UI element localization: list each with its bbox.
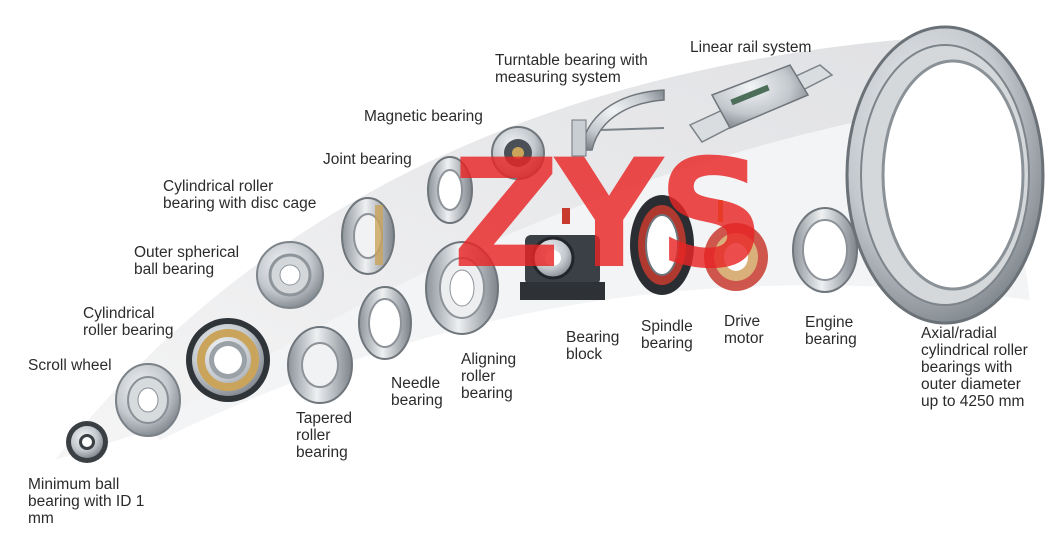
label-minimum-ball-bearing: Minimum ball bearing with ID 1 mm (28, 476, 145, 527)
spindle-bearing-image (630, 195, 694, 295)
label-magnetic-bearing: Magnetic bearing (364, 108, 483, 125)
joint-bearing-image (427, 156, 473, 224)
label-tapered-roller-bearing: Tapered roller bearing (296, 410, 353, 461)
turntable-bearing-image (571, 89, 665, 157)
cylindrical-roller-bearing-image (186, 318, 270, 402)
aligning-roller-bearing-image (425, 241, 499, 335)
label-cylindrical-roller-disc-cage: Cylindrical roller bearing with disc cag… (163, 178, 317, 212)
scroll-wheel-image (115, 363, 181, 437)
tapered-roller-bearing-image (287, 326, 353, 404)
cylindrical-roller-disc-cage-image (341, 197, 395, 275)
label-aligning-roller-bearing: Aligning roller bearing (461, 351, 517, 402)
label-needle-bearing: Needle bearing (391, 375, 443, 409)
magnetic-bearing-image (491, 126, 545, 180)
label-turntable-bearing: Turntable bearing with measuring system (495, 52, 648, 86)
label-scroll-wheel: Scroll wheel (28, 357, 112, 374)
linear-rail-system-image (688, 64, 834, 143)
bearing-block-image (520, 208, 605, 300)
outer-spherical-ball-bearing-image (256, 241, 324, 309)
label-cylindrical-roller-bearing: Cylindrical roller bearing (83, 305, 174, 339)
needle-bearing-image (358, 286, 412, 360)
engine-bearing-image (792, 207, 858, 293)
axial-radial-large-bearing-image (845, 25, 1045, 325)
label-spindle-bearing: Spindle bearing (641, 318, 693, 352)
minimum-ball-bearing-image (66, 421, 108, 463)
background-sweep (55, 35, 1000, 460)
label-drive-motor: Drive motor (724, 313, 764, 347)
label-bearing-block: Bearing block (566, 329, 620, 363)
label-axial-radial-bearings: Axial/radial cylindrical roller bearings… (921, 325, 1028, 410)
label-joint-bearing: Joint bearing (323, 151, 412, 168)
label-linear-rail-system: Linear rail system (690, 39, 812, 56)
label-engine-bearing: Engine bearing (805, 314, 857, 348)
label-outer-spherical-ball-bearing: Outer spherical ball bearing (134, 244, 240, 278)
drive-motor-image (704, 200, 768, 291)
